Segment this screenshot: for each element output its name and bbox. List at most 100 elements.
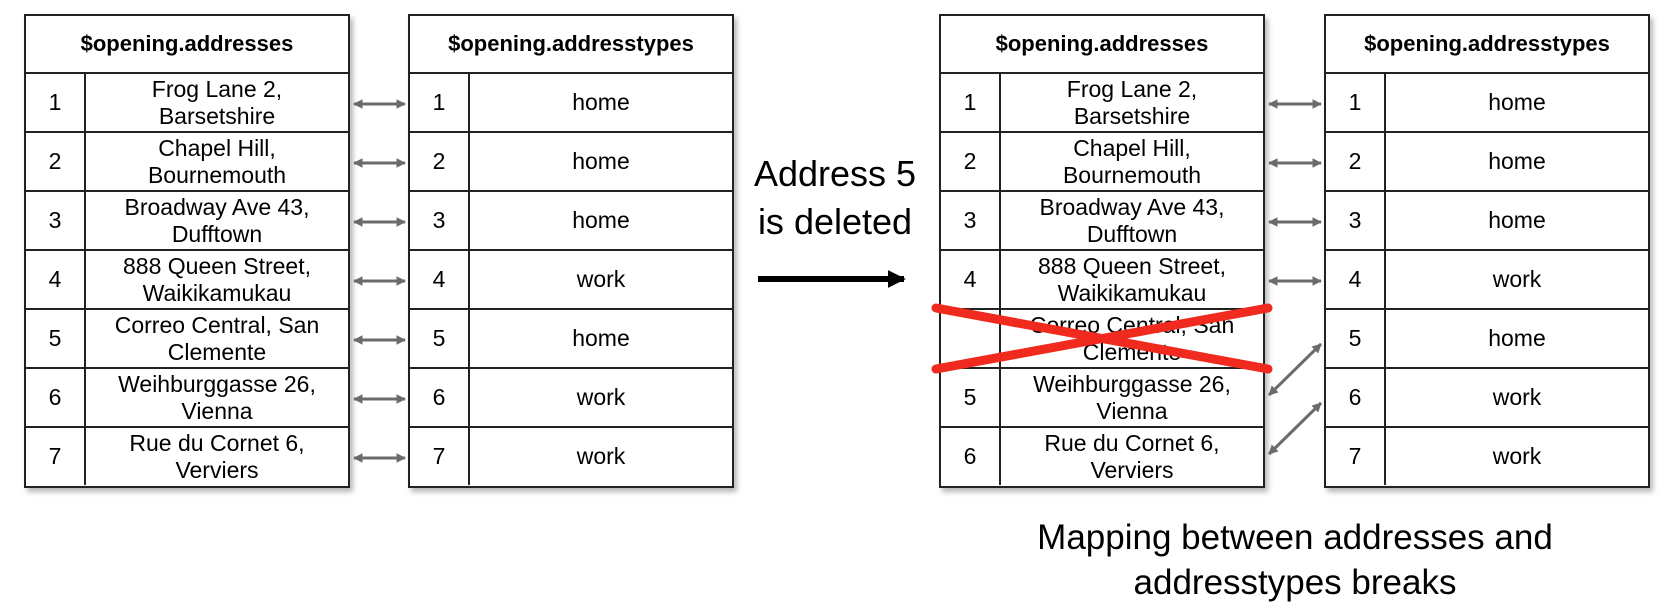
address-cell: Rue du Cornet 6, Verviers — [1044, 429, 1220, 483]
row-index: 3 — [26, 192, 86, 249]
table-row: 3 Broadway Ave 43, Dufftown — [26, 192, 348, 251]
type-cell: home — [1488, 207, 1546, 233]
address-cell: Chapel Hill, Bournemouth — [147, 134, 287, 188]
table-header: $opening.addresses — [26, 16, 348, 74]
table-row: 2 home — [410, 133, 732, 192]
type-cell: home — [1488, 148, 1546, 174]
address-cell: Chapel Hill, Bournemouth — [1062, 134, 1202, 188]
table-row: 2 home — [1326, 133, 1648, 192]
address-cell: Weihburggasse 26, Vienna — [1033, 370, 1231, 424]
row-index: 4 — [26, 251, 86, 308]
row-index: 7 — [26, 428, 86, 485]
before-addresses-table: $opening.addresses 1 Frog Lane 2, Barsets… — [24, 14, 350, 488]
table-row: 1 home — [410, 74, 732, 133]
table-header: $opening.addresses — [941, 16, 1263, 74]
row-index: 4 — [1326, 251, 1386, 308]
type-cell: home — [1488, 325, 1546, 351]
address-cell: Frog Lane 2, Barsetshire — [151, 75, 283, 129]
address-cell: Rue du Cornet 6, Verviers — [129, 429, 305, 483]
row-index: 5 — [1326, 310, 1386, 367]
row-index: 3 — [410, 192, 470, 249]
table-row: 7 Rue du Cornet 6, Verviers — [26, 428, 348, 485]
caption-line: is deleted — [757, 201, 913, 242]
table-row: 3 home — [1326, 192, 1648, 251]
row-index: 2 — [410, 133, 470, 190]
row-index: 2 — [941, 133, 1001, 190]
type-cell: home — [572, 207, 630, 233]
row-index: 7 — [410, 428, 470, 485]
row-index — [941, 310, 1001, 367]
type-cell: work — [1492, 384, 1542, 410]
address-cell: 888 Queen Street, Waikikamukau — [1038, 252, 1226, 306]
type-cell: work — [576, 266, 626, 292]
table-row: 3 home — [410, 192, 732, 251]
table-header: $opening.addresstypes — [410, 16, 732, 74]
mapping-arrow-icon — [1267, 401, 1323, 456]
table-row: 5 Correo Central, San Clemente — [26, 310, 348, 369]
table-row: 4 888 Queen Street, Waikikamukau — [26, 251, 348, 310]
row-index: 6 — [410, 369, 470, 426]
row-index: 1 — [26, 74, 86, 131]
table-row: 4 work — [1326, 251, 1648, 310]
address-cell: Correo Central, San Clemente — [114, 311, 320, 365]
address-cell: Broadway Ave 43, Dufftown — [124, 193, 310, 247]
table-row: 3 Broadway Ave 43, Dufftown — [941, 192, 1263, 251]
type-cell: work — [1492, 443, 1542, 469]
mapping-break-caption: Mapping between addresses and addresstyp… — [975, 515, 1615, 605]
table-row: 7 work — [1326, 428, 1648, 485]
type-cell: home — [572, 89, 630, 115]
type-cell: home — [572, 325, 630, 351]
type-cell: home — [1488, 89, 1546, 115]
table-row: 7 work — [410, 428, 732, 485]
row-index: 5 — [410, 310, 470, 367]
mapping-connectors-before — [353, 99, 406, 463]
caption-line: Address 5 — [753, 153, 917, 194]
row-index: 6 — [1326, 369, 1386, 426]
table-row: 5 home — [410, 310, 732, 369]
row-index: 3 — [941, 192, 1001, 249]
row-index: 2 — [1326, 133, 1386, 190]
strike-line — [931, 303, 1273, 374]
deletion-caption: Address 5 is deleted — [735, 150, 935, 246]
table-row: 2 Chapel Hill, Bournemouth — [26, 133, 348, 192]
table-row: 6 work — [410, 369, 732, 428]
row-index: 2 — [26, 133, 86, 190]
table-row: 5 home — [1326, 310, 1648, 369]
caption-line: addresstypes breaks — [1133, 563, 1457, 602]
table-row: 4 888 Queen Street, Waikikamukau — [941, 251, 1263, 310]
table-header: $opening.addresstypes — [1326, 16, 1648, 74]
table-row: 6 work — [1326, 369, 1648, 428]
address-cell: Frog Lane 2, Barsetshire — [1066, 75, 1198, 129]
type-cell: work — [1492, 266, 1542, 292]
type-cell: home — [572, 148, 630, 174]
row-index: 1 — [941, 74, 1001, 131]
row-index: 3 — [1326, 192, 1386, 249]
address-cell: 888 Queen Street, Waikikamukau — [123, 252, 311, 306]
type-cell: work — [576, 443, 626, 469]
type-cell: work — [576, 384, 626, 410]
table-row: 1 Frog Lane 2, Barsetshire — [26, 74, 348, 133]
row-index: 1 — [410, 74, 470, 131]
mapping-arrow-icon — [1267, 342, 1323, 397]
table-row: 2 Chapel Hill, Bournemouth — [941, 133, 1263, 192]
row-index: 6 — [26, 369, 86, 426]
table-row: 4 work — [410, 251, 732, 310]
row-index: 4 — [410, 251, 470, 308]
table-row: 6 Rue du Cornet 6, Verviers — [941, 428, 1263, 485]
row-index: 1 — [1326, 74, 1386, 131]
row-index: 5 — [26, 310, 86, 367]
mapping-connectors-after — [1267, 99, 1323, 456]
row-index: 6 — [941, 428, 1001, 485]
after-addresses-table: $opening.addresses 1 Frog Lane 2, Barsets… — [939, 14, 1265, 488]
row-index: 4 — [941, 251, 1001, 308]
table-row: 1 Frog Lane 2, Barsetshire — [941, 74, 1263, 133]
caption-line: Mapping between addresses and — [1037, 518, 1553, 557]
address-cell: Weihburggasse 26, Vienna — [118, 370, 316, 424]
table-row: 6 Weihburggasse 26, Vienna — [26, 369, 348, 428]
address-cell: Broadway Ave 43, Dufftown — [1039, 193, 1225, 247]
row-index: 7 — [1326, 428, 1386, 485]
